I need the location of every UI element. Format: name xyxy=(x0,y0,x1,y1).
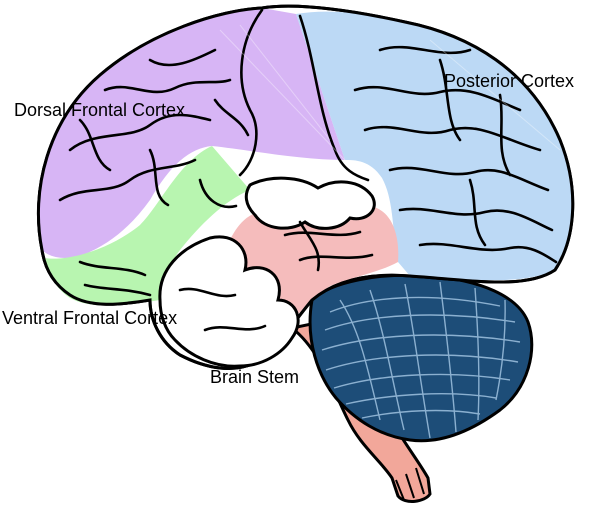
label-dorsal-frontal-cortex: Dorsal Frontal Cortex xyxy=(14,100,186,120)
label-ventral-frontal-cortex: Ventral Frontal Cortex xyxy=(2,308,178,328)
label-brain-stem: Brain Stem xyxy=(210,367,300,387)
posterior-region xyxy=(296,11,573,281)
cerebellum-region xyxy=(308,273,534,443)
temporal-lobe-folds xyxy=(158,235,300,368)
label-posterior-cortex: Posterior Cortex xyxy=(444,71,575,91)
dorsal-frontal-region xyxy=(38,8,346,258)
